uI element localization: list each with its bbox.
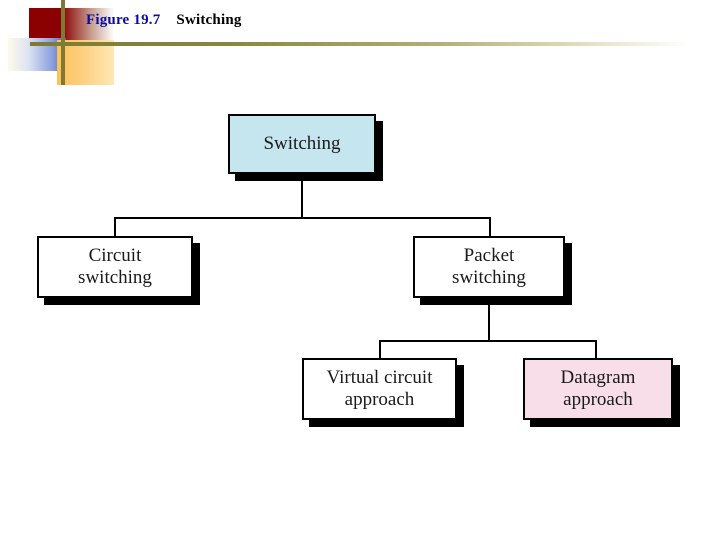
node-circuit-switching: Circuit switching xyxy=(37,236,193,298)
edge-to-datagram-approach xyxy=(595,340,597,359)
edge-to-circuit-switching xyxy=(114,217,116,237)
node-switching: Switching xyxy=(228,114,376,174)
node-virtual-circuit-approach-label: Virtual circuit approach xyxy=(326,366,433,410)
node-datagram-approach-label: Datagram approach xyxy=(560,366,636,410)
node-datagram-approach: Datagram approach xyxy=(523,358,673,420)
slide-title: Figure 19.7 Switching xyxy=(86,12,242,29)
edge-to-virtual-circuit-approach xyxy=(379,340,381,359)
orange-square-decoration xyxy=(57,40,114,85)
figure-title: Switching xyxy=(176,12,242,28)
node-switching-label: Switching xyxy=(263,132,341,154)
edge-packet-stem xyxy=(488,298,490,342)
edge-switching-stem xyxy=(301,174,303,218)
horizontal-rule-decoration xyxy=(30,42,690,46)
node-packet-switching-label: Packet switching xyxy=(452,244,526,288)
red-gradient-decoration xyxy=(62,8,114,44)
edge-level2-bus xyxy=(379,340,597,342)
node-circuit-switching-label: Circuit switching xyxy=(78,244,152,288)
edge-to-packet-switching xyxy=(489,217,491,237)
edge-level1-bus xyxy=(114,217,490,219)
figure-number: Figure 19.7 xyxy=(86,12,161,28)
node-virtual-circuit-approach: Virtual circuit approach xyxy=(302,358,457,420)
node-packet-switching: Packet switching xyxy=(413,236,565,298)
